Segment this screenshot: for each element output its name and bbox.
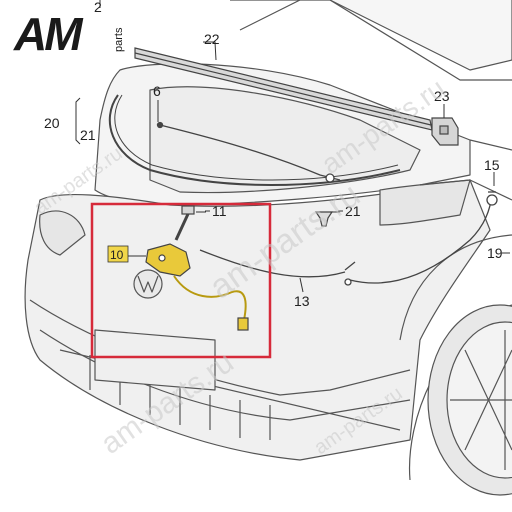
logo-suffix: parts: [113, 27, 125, 52]
callout-2: 2: [94, 0, 102, 15]
callout-22: 22: [204, 31, 220, 47]
label-dashes: [205, 210, 510, 254]
callout-15: 15: [484, 157, 500, 173]
callout-labels: 2 22 6 23 20 21 15 11 21 19 13: [44, 0, 503, 309]
callout-23: 23: [434, 88, 450, 104]
leader-lines: [75, 0, 495, 293]
callout-11: 11: [212, 203, 227, 219]
bracket-23: [431, 117, 459, 146]
callout-20: 20: [44, 115, 60, 131]
callout-6: 6: [153, 83, 161, 99]
logo-text: AM: [13, 8, 84, 60]
release-cable-13: [199, 191, 498, 286]
am-parts-logo: AM parts: [13, 8, 125, 60]
bolt-11: [174, 205, 195, 241]
car-body: [24, 0, 512, 496]
hood-latch-10: [145, 243, 249, 331]
callout-10-box: 10: [107, 245, 129, 263]
seal-strip-20: [108, 94, 401, 186]
svg-text:10: 10: [110, 248, 124, 262]
callout-21-left: 21: [80, 127, 96, 143]
callout-19: 19: [487, 245, 503, 261]
callout-21-right: 21: [345, 203, 361, 219]
highlight-frame: [90, 202, 272, 359]
callout-13: 13: [294, 293, 310, 309]
cable-6: [156, 121, 341, 183]
